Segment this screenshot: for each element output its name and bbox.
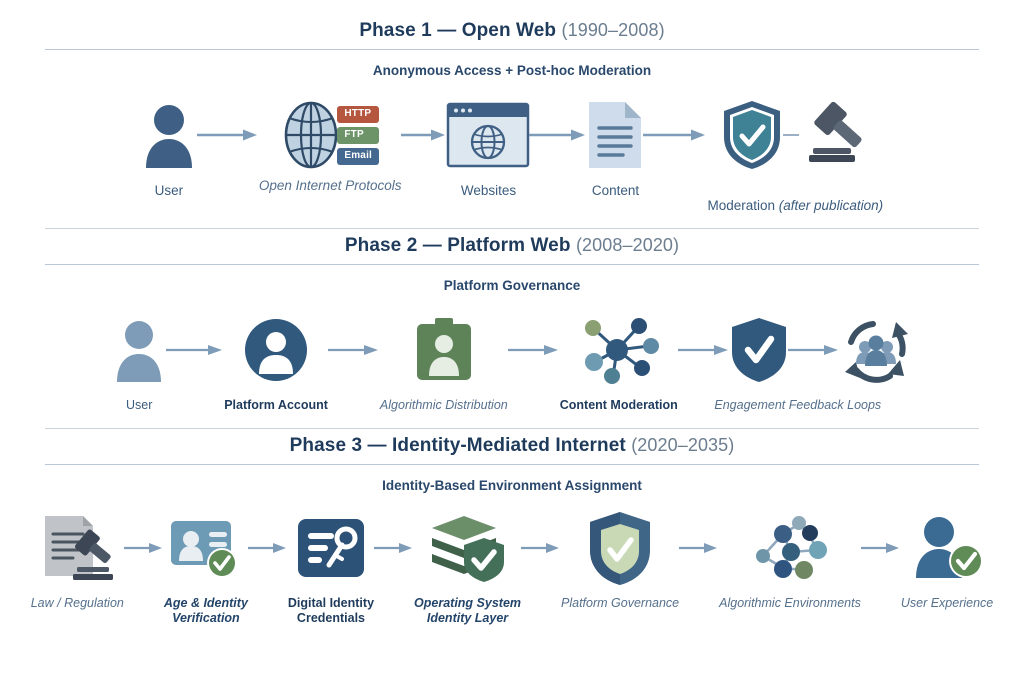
phase-2-divider <box>45 264 979 265</box>
node-operating-system-identity-layer-label: Operating System Identity Layer <box>414 596 522 625</box>
phase-1-title: Phase 1 — Open Web (1990–2008) <box>0 14 1024 49</box>
node-moderation[interactable]: Moderation (after publication) <box>707 96 883 213</box>
node-platform-governance[interactable]: Platform Governance <box>561 509 679 611</box>
node-content-moderation[interactable]: Content Moderation <box>560 311 678 413</box>
arrow-3-2 <box>247 509 288 587</box>
arrow-2-4 <box>677 311 730 389</box>
arrow-3-3 <box>374 509 414 587</box>
node-user-label: User <box>154 183 184 198</box>
layers-shield-icon <box>430 509 506 587</box>
phase-2-title-main: Phase 2 — Platform Web <box>344 235 571 256</box>
arrow-2 <box>401 96 447 174</box>
phase-3-divider <box>45 464 979 465</box>
phase-1-title-years: (1990–2008) <box>561 20 665 40</box>
node-content[interactable]: Content <box>587 96 643 198</box>
phase-3-flow: Law / Regulation <box>0 493 1024 626</box>
network-hub-icon <box>579 311 659 389</box>
protocol-badge-list: HTTP FTP Email <box>337 105 380 165</box>
phase-2-subtitle: Platform Governance <box>443 278 581 293</box>
node-user-experience-label: User Experience <box>900 596 994 610</box>
green-profile-card-icon <box>415 311 473 389</box>
node-websites[interactable]: Websites <box>447 96 530 198</box>
arrow-2-5 <box>787 311 840 389</box>
node-content-label: Content <box>591 183 640 198</box>
node-open-internet-protocols-label: Open Internet Protocols <box>258 178 402 193</box>
phase-2-title: Phase 2 — Platform Web (2008–2020) <box>0 229 1024 264</box>
node-algorithmic-distribution-label: Algorithmic Distribution <box>379 398 508 412</box>
id-card-check-icon <box>169 509 243 587</box>
arrow-3-5 <box>679 509 719 587</box>
gavel-icon <box>799 96 869 174</box>
node-moderation-label-note: (after publication) <box>778 198 884 213</box>
node-user-2-label: User <box>126 398 153 412</box>
node-user[interactable]: User <box>141 96 197 198</box>
protocol-badge-http: HTTP <box>337 105 380 123</box>
arrow-4 <box>643 96 707 174</box>
node-age-identity-verification-label: Age & Identity Verification <box>163 596 248 625</box>
node-algorithmic-environments-label: Algorithmic Environments <box>719 596 861 610</box>
protocol-badge-email: Email <box>337 147 380 165</box>
phase-1-title-main: Phase 1 — Open Web <box>359 20 557 41</box>
feedback-loop-group-icon <box>840 311 912 389</box>
phase-3-title-years: (2020–2035) <box>631 435 735 455</box>
user-silhouette-icon <box>141 96 197 174</box>
phase-section-1: Phase 1 — Open Web (1990–2008) Anonymous… <box>0 14 1024 213</box>
protocol-badge-ftp: FTP <box>337 126 380 144</box>
arrow-2-1 <box>166 311 224 389</box>
phase-1-subtitle: Anonymous Access + Post-hoc Moderation <box>372 63 652 78</box>
node-digital-identity-credentials[interactable]: Digital Identity Credentials <box>288 509 374 626</box>
arrow-3-6 <box>860 509 901 587</box>
node-open-internet-protocols[interactable]: HTTP FTP Email Open Internet Protocols <box>258 96 402 193</box>
node-platform-account[interactable]: Platform Account <box>224 311 328 413</box>
phase-section-2: Phase 2 — Platform Web (2008–2020) Platf… <box>0 228 1024 413</box>
node-platform-account-label: Platform Account <box>224 398 328 412</box>
node-engagement-feedback-loops-label: Engagement Feedback Loops <box>714 398 882 412</box>
document-gavel-icon <box>39 509 115 587</box>
shield-inner-check-icon <box>587 509 653 587</box>
node-law-regulation-label: Law / Regulation <box>30 596 124 610</box>
arrow-2-3 <box>507 311 560 389</box>
node-law-regulation[interactable]: Law / Regulation <box>31 509 124 611</box>
node-content-moderation-label: Content Moderation <box>559 398 678 412</box>
phase-1-divider <box>45 49 979 50</box>
phase-2-divider-top <box>45 228 979 229</box>
node-digital-identity-credentials-label: Digital Identity Credentials <box>287 596 375 625</box>
node-platform-governance-label: Platform Governance <box>561 596 680 610</box>
phase-2-title-years: (2008–2020) <box>575 235 680 255</box>
user-silhouette-icon <box>112 311 166 389</box>
node-operating-system-identity-layer[interactable]: Operating System Identity Layer <box>414 509 521 626</box>
arrow-3-4 <box>521 509 561 587</box>
phase-2-flow: User Platform Account <box>0 293 1024 413</box>
phase-1-flow: User <box>0 78 1024 213</box>
node-moderation-label-main: Moderation <box>707 198 779 213</box>
arrow-2-2 <box>327 311 380 389</box>
phase-3-divider-top <box>45 428 979 429</box>
node-websites-label: Websites <box>460 183 517 198</box>
shield-check-icon <box>730 311 788 389</box>
shield-check-icon <box>721 96 783 174</box>
browser-window-globe-icon <box>447 96 530 174</box>
phase-3-title-main: Phase 3 — Identity-Mediated Internet <box>289 435 626 456</box>
globe-protocols-icon: HTTP FTP Email <box>281 96 380 174</box>
user-check-icon <box>910 509 984 587</box>
arrow-3-1 <box>123 509 164 587</box>
phase-section-3: Phase 3 — Identity-Mediated Internet (20… <box>0 428 1024 626</box>
network-graph-icon <box>747 509 833 587</box>
node-algorithmic-environments[interactable]: Algorithmic Environments <box>719 509 861 611</box>
phase-3-title: Phase 3 — Identity-Mediated Internet (20… <box>0 429 1024 464</box>
node-moderation-label: Moderation (after publication) <box>707 183 883 213</box>
node-age-identity-verification[interactable]: Age & Identity Verification <box>164 509 248 626</box>
document-page-icon <box>587 96 643 174</box>
arrow-3 <box>529 96 587 174</box>
node-user-2[interactable]: User <box>112 311 166 413</box>
phase-3-subtitle: Identity-Based Environment Assignment <box>382 478 642 493</box>
credential-key-icon <box>296 509 366 587</box>
node-algorithmic-distribution[interactable]: Algorithmic Distribution <box>380 311 508 413</box>
arrow-1 <box>196 96 259 174</box>
node-engagement-feedback-loops[interactable]: Engagement Feedback Loops <box>714 311 912 413</box>
connector-dash <box>783 96 800 174</box>
node-user-experience[interactable]: User Experience <box>901 509 993 611</box>
account-circle-icon <box>244 311 308 389</box>
